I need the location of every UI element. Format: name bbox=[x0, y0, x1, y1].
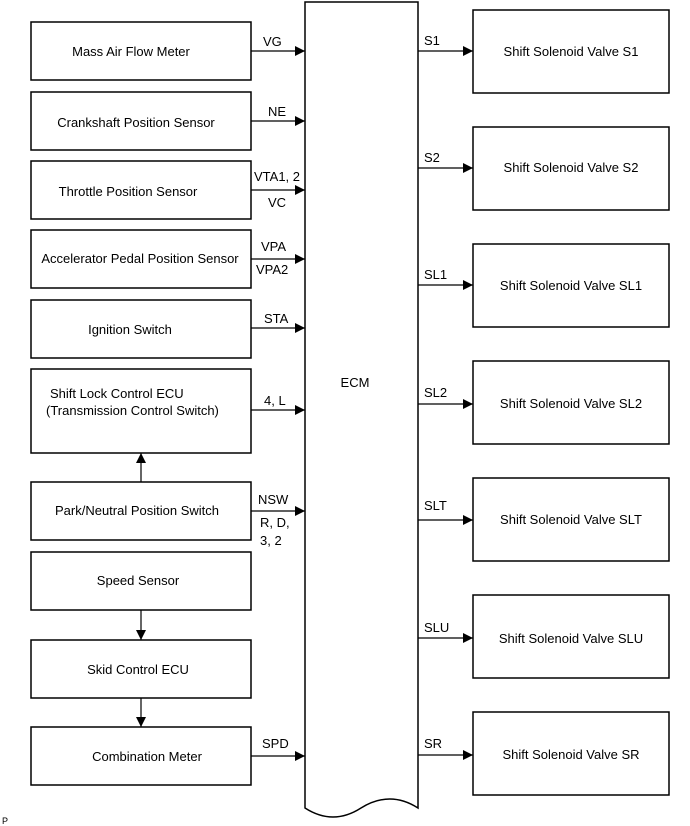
input-box-throttle-position-sensor: Throttle Position Sensor bbox=[30, 160, 252, 220]
output-label-sl1: Shift Solenoid Valve SL1 bbox=[500, 278, 642, 293]
input-box-park-neutral-position-switch: Park/Neutral Position Switch bbox=[30, 481, 252, 541]
signal-32: 3, 2 bbox=[260, 533, 282, 548]
output-box-shift-solenoid-valve-sl2: Shift Solenoid Valve SL2 bbox=[472, 360, 670, 445]
output-box-shift-solenoid-valve-slt: Shift Solenoid Valve SLT bbox=[472, 477, 670, 562]
output-box-shift-solenoid-valve-s2: Shift Solenoid Valve S2 bbox=[472, 126, 670, 211]
signal-nsw: NSW bbox=[258, 492, 289, 507]
signal-spd: SPD bbox=[262, 736, 289, 751]
signal-slt: SLT bbox=[424, 498, 447, 513]
output-label-sr: Shift Solenoid Valve SR bbox=[502, 747, 639, 762]
output-label-sl2: Shift Solenoid Valve SL2 bbox=[500, 396, 642, 411]
input-box-skid-control-ecu: Skid Control ECU bbox=[30, 639, 252, 699]
input-label-park-neutral-position-switch: Park/Neutral Position Switch bbox=[55, 503, 219, 518]
signal-vc: VC bbox=[268, 195, 286, 210]
input-box-ignition-switch: Ignition Switch bbox=[30, 299, 252, 359]
input-box-speed-sensor: Speed Sensor bbox=[30, 551, 252, 611]
ecm-block bbox=[304, 1, 419, 818]
signal-vta: VTA1, 2 bbox=[254, 169, 300, 184]
input-box-mass-air-flow-meter: Mass Air Flow Meter bbox=[30, 21, 252, 81]
input-label-ignition-switch: Ignition Switch bbox=[88, 322, 172, 337]
output-box-shift-solenoid-valve-sl1: Shift Solenoid Valve SL1 bbox=[472, 243, 670, 328]
output-box-shift-solenoid-valve-slu: Shift Solenoid Valve SLU bbox=[472, 594, 670, 679]
input-box-crankshaft-position-sensor: Crankshaft Position Sensor bbox=[30, 91, 252, 151]
signal-sr: SR bbox=[424, 736, 442, 751]
signal-slu: SLU bbox=[424, 620, 449, 635]
input-label-mass-air-flow-meter: Mass Air Flow Meter bbox=[72, 44, 190, 59]
signal-vg: VG bbox=[263, 34, 282, 49]
signal-s2: S2 bbox=[424, 150, 440, 165]
input-label-skid-control-ecu: Skid Control ECU bbox=[87, 662, 189, 677]
input-box-accelerator-pedal-position-sensor: Accelerator Pedal Position Sensor bbox=[30, 229, 252, 289]
signal-4l: 4, L bbox=[264, 393, 286, 408]
input-label-throttle-position-sensor: Throttle Position Sensor bbox=[59, 184, 198, 199]
input-label-crankshaft-position-sensor: Crankshaft Position Sensor bbox=[57, 115, 215, 130]
signal-rd: R, D, bbox=[260, 515, 290, 530]
footer-mark: P bbox=[2, 816, 8, 826]
ecm-label: ECM bbox=[341, 375, 370, 390]
output-label-s2: Shift Solenoid Valve S2 bbox=[504, 160, 639, 175]
input-label-shift-lock-control-ecu: Shift Lock Control ECU bbox=[50, 386, 184, 401]
signal-sl2: SL2 bbox=[424, 385, 447, 400]
signal-sta: STA bbox=[264, 311, 289, 326]
output-box-shift-solenoid-valve-s1: Shift Solenoid Valve S1 bbox=[472, 9, 670, 94]
output-box-shift-solenoid-valve-sr: Shift Solenoid Valve SR bbox=[472, 711, 670, 796]
signal-vpa: VPA bbox=[261, 239, 286, 254]
input-box-combination-meter: Combination Meter bbox=[30, 726, 252, 786]
signal-ne: NE bbox=[268, 104, 286, 119]
output-label-slu: Shift Solenoid Valve SLU bbox=[499, 631, 643, 646]
signal-sl1: SL1 bbox=[424, 267, 447, 282]
input-label-speed-sensor: Speed Sensor bbox=[97, 573, 180, 588]
input-label-combination-meter: Combination Meter bbox=[92, 749, 202, 764]
signal-s1: S1 bbox=[424, 33, 440, 48]
input-label-transmission-control-switch: (Transmission Control Switch) bbox=[46, 403, 219, 418]
output-label-slt: Shift Solenoid Valve SLT bbox=[500, 512, 642, 527]
output-label-s1: Shift Solenoid Valve S1 bbox=[504, 44, 639, 59]
input-label-accelerator-pedal-position-sensor: Accelerator Pedal Position Sensor bbox=[41, 251, 239, 266]
input-box-shift-lock-control-ecu: Shift Lock Control ECU (Transmission Con… bbox=[30, 368, 252, 454]
signal-vpa2: VPA2 bbox=[256, 262, 288, 277]
